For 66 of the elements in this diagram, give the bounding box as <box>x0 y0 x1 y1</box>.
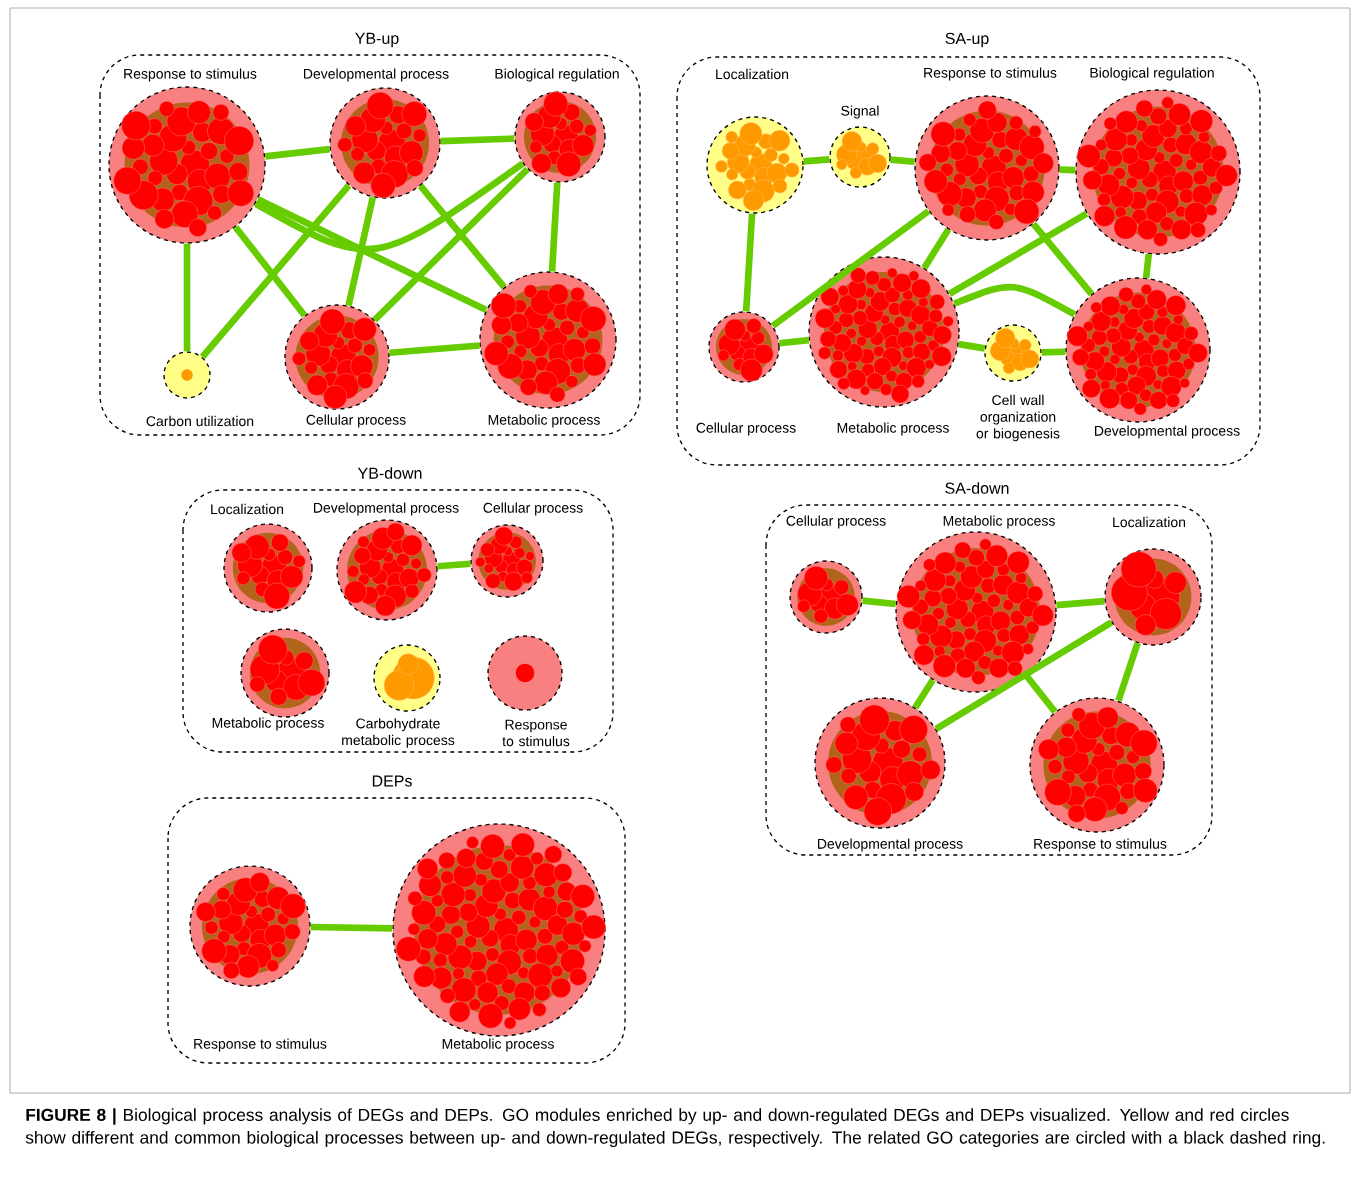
node-label: Response to stimulus <box>502 719 570 747</box>
node-label: Developmental process <box>314 502 459 516</box>
node-label: YB-down <box>357 467 422 479</box>
network-edge <box>921 227 952 270</box>
node-label: Metabolic process <box>212 717 324 731</box>
node-label: Metabolic process <box>488 414 600 428</box>
node-label: Localization <box>716 68 789 80</box>
node-label: Cellular process <box>483 502 583 516</box>
network-edge <box>232 224 308 318</box>
network-edge <box>779 336 810 347</box>
node-label: Carbohydrate metabolic process <box>342 718 455 748</box>
node-label: Biological regulation <box>495 68 619 82</box>
network-edge <box>742 213 756 312</box>
node-label: SA-down <box>945 482 1009 494</box>
node-label: Cellular process <box>696 422 796 436</box>
network-edge <box>912 678 936 710</box>
node-label: Metabolic process <box>837 422 949 436</box>
node-label: Response to stimulus <box>924 67 1057 81</box>
network-edge <box>1059 166 1076 174</box>
node-label: Cellular process <box>786 515 886 529</box>
node-label: DEPs <box>372 775 412 787</box>
node-label: Localization <box>1113 516 1186 528</box>
network-edge <box>389 342 480 357</box>
node-label: Cell wall organization or biogenesis <box>976 394 1060 442</box>
network-edge <box>256 196 488 314</box>
node-label: Response to stimulus <box>1034 838 1167 852</box>
node-label: YB-up <box>355 32 399 48</box>
network-edge <box>437 560 471 570</box>
network-edge <box>372 166 530 323</box>
node-label: Developmental process <box>818 838 963 852</box>
network-edge <box>1115 642 1141 702</box>
network-edge <box>253 160 525 253</box>
network-edge <box>199 183 352 360</box>
figure-caption: FIGURE 8 | Biological process analysis of DEGs and DEPs. GO modules enriched by up- and down-regulated DEGs and DEPs visualized. Yellow and red circles show different and common biological processes between up- and down-regulated DEGs, respectively. The related GO categories are circled with a black dashed ring. <box>25 1108 1325 1148</box>
node-label: Metabolic process <box>442 1038 554 1052</box>
network-edge <box>862 597 897 608</box>
network-edge <box>1041 348 1066 356</box>
node-label: Response to stimulus <box>194 1038 327 1052</box>
network-edge <box>803 156 830 165</box>
network-edge <box>890 156 915 166</box>
node-label: Developmental process <box>1095 425 1240 439</box>
node-label: Metabolic process <box>943 515 1055 529</box>
node-label: Biological regulation <box>1090 67 1214 81</box>
node-label: Response to stimulus <box>124 68 257 82</box>
network-edge <box>1030 221 1095 297</box>
node-label: Carbon utilization <box>146 415 254 427</box>
network-edge <box>958 340 986 352</box>
node-label: Developmental process <box>304 68 449 82</box>
network-edge <box>548 182 561 272</box>
network-edge <box>264 145 331 160</box>
network-edge <box>417 183 507 290</box>
node-label: SA-up <box>945 32 989 48</box>
network-edge <box>952 283 1077 318</box>
network-edge <box>345 196 377 307</box>
network-edge <box>1142 253 1153 279</box>
network-edge <box>310 923 393 932</box>
network-edge <box>934 619 1114 732</box>
node-label: Cellular process <box>306 414 406 428</box>
network-edge <box>1023 673 1058 714</box>
network-edge <box>183 243 191 352</box>
node-label: Localization <box>211 503 284 515</box>
network-edge <box>1056 597 1105 609</box>
network-edge <box>947 210 1089 297</box>
network-edge <box>770 208 931 329</box>
network-edge <box>440 135 515 145</box>
node-label: Signal <box>841 105 879 119</box>
